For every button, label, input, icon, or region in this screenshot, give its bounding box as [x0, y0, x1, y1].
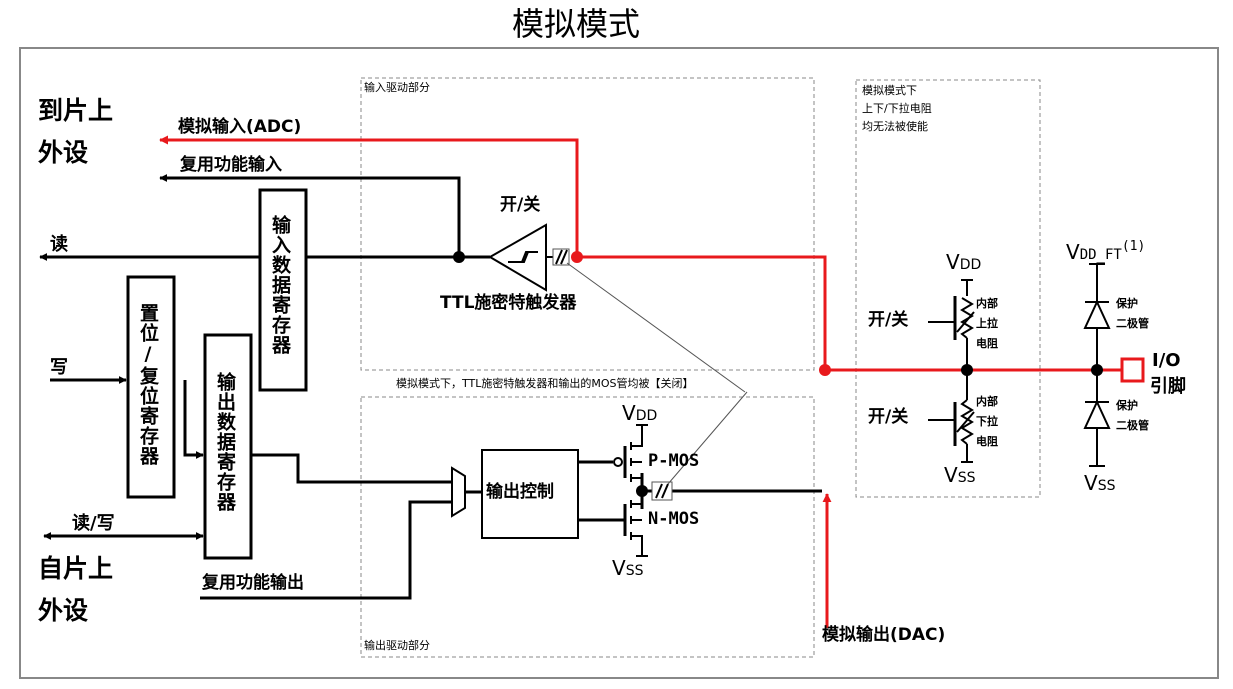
output-driver-box [360, 396, 815, 658]
outer-frame [19, 47, 1219, 679]
output-control-box [481, 449, 579, 539]
to-peripheral-line1: 到片上 [38, 96, 114, 125]
junction-dot-red [571, 251, 583, 263]
to-peripheral-line2: 外设 [38, 138, 89, 167]
pulldown-label-2: 下拉 [976, 415, 998, 428]
vss-label-pulldown: VSS [944, 463, 976, 487]
pullup-label-1: 内部 [976, 297, 998, 310]
write-label: 写 [50, 357, 68, 378]
nmos-transistor [623, 500, 648, 557]
io-pin-box [1120, 357, 1145, 383]
pullup-label-2: 上拉 [976, 317, 998, 330]
output-data-register-label: 输出数据寄存器 [214, 372, 236, 512]
output-driver-label: 输出驱动部分 [364, 639, 430, 652]
protect-diode-top-2: 二极管 [1116, 317, 1149, 330]
bit-set-reset-register [126, 275, 176, 499]
vdd-label-mos: VDD [622, 401, 658, 425]
analog-output-label: 模拟输出(DAC) [822, 625, 946, 645]
read-label: 读 [50, 234, 68, 255]
protect-diode-bottom-2: 二极管 [1116, 419, 1149, 432]
pull-resistor-box [855, 79, 1041, 498]
pullup-label-3: 电阻 [976, 337, 998, 350]
alt-func-output-label: 复用功能输出 [202, 573, 304, 593]
from-peripheral-line1: 自片上 [38, 554, 114, 583]
diagram-title: 模拟模式 [512, 5, 641, 43]
pull-note-line3: 均无法被使能 [862, 120, 928, 133]
vss-label-mos: VSS [612, 556, 644, 580]
from-peripheral-line2: 外设 [38, 596, 89, 625]
output-mux [451, 466, 466, 518]
io-pin-label-1: I/O [1152, 350, 1181, 371]
protect-diode-top-1: 保护 [1116, 297, 1138, 310]
io-pin-label-2: 引脚 [1150, 376, 1186, 397]
input-data-register-label: 输入数据寄存器 [269, 215, 291, 355]
bit-set-reset-register-label: 置位/复位寄存器 [137, 303, 159, 466]
analog-mode-note: 模拟模式下，TTL施密特触发器和输出的MOS管均被【关闭】 [396, 377, 694, 390]
nmos-label: N-MOS [648, 509, 700, 529]
pull-note-line2: 上下/下拉电阻 [862, 102, 932, 115]
protect-diode-bottom-1: 保护 [1116, 399, 1138, 412]
pulldown-label-3: 电阻 [976, 435, 998, 448]
junction-dot [961, 364, 973, 376]
vdd-ft-label: VDD_FT(1) [1066, 239, 1146, 264]
switch-label-pullup: 开/关 [868, 310, 909, 330]
alt-func-input-label: 复用功能输入 [180, 155, 282, 175]
junction-dot [636, 485, 648, 497]
analog-input-label: 模拟输入(ADC) [178, 117, 302, 137]
output-data-register [203, 333, 253, 560]
schmitt-trigger [488, 223, 563, 292]
vss-label-diode: VSS [1084, 471, 1116, 495]
input-driver-box [360, 77, 815, 371]
schmitt-trigger-label: TTL施密特触发器 [440, 293, 577, 313]
pmos-label: P-MOS [648, 451, 700, 471]
pmos-transistor [613, 424, 648, 482]
pulldown-label-1: 内部 [976, 395, 998, 408]
read-write-label: 读/写 [72, 513, 115, 534]
switch-label-input: 开/关 [500, 195, 541, 215]
pull-note-line1: 模拟模式下 [862, 84, 917, 97]
output-control-label: 输出控制 [486, 482, 554, 502]
input-driver-label: 输入驱动部分 [364, 81, 430, 94]
junction-dot [453, 251, 465, 263]
switch-label-pulldown: 开/关 [868, 407, 909, 427]
junction-dot-red [819, 364, 831, 376]
junction-dot [1091, 364, 1103, 376]
input-data-register [258, 188, 308, 392]
protection-diodes [1083, 263, 1111, 467]
vdd-label-pullup: VDD [946, 250, 982, 274]
